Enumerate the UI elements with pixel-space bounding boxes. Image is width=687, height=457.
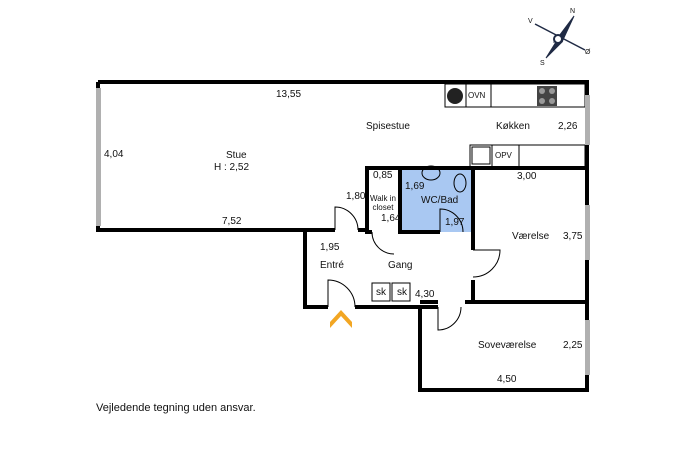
stue-bottom-dim: 7,52: [222, 216, 242, 227]
entre-dim-b: 1,95: [320, 242, 340, 253]
oven-icon: [447, 88, 463, 104]
closet-side-dim: 1,64: [381, 213, 401, 224]
kokken-label: Køkken: [496, 121, 530, 132]
compass-o: Ø: [585, 49, 591, 56]
stue-left-dim: 4,04: [104, 149, 124, 160]
compass-v: V: [528, 18, 533, 25]
vaerelse-label: Værelse: [512, 231, 550, 242]
disclaimer: Vejledende tegning uden ansvar.: [96, 402, 256, 414]
closet-top-dim: 0,85: [373, 170, 393, 181]
dishwasher-label: OPV: [495, 151, 512, 160]
closet-label: Walk in closet: [370, 194, 396, 212]
entrance-arrow-icon: [330, 310, 352, 328]
compass-n: N: [570, 8, 576, 15]
stue-label: Stue: [226, 150, 247, 161]
sovevaerelse-bottom-dim: 4,50: [497, 374, 517, 385]
wc-label: WC/Bad: [421, 195, 459, 206]
windows: [96, 88, 590, 375]
sovevaerelse-label: Soveværelse: [478, 340, 537, 351]
vaerelse-top-dim: 3,00: [517, 171, 537, 182]
entre-dim-a: 1,80: [346, 191, 366, 202]
stue-height: H : 2,52: [214, 162, 250, 173]
gang-label: Gang: [388, 260, 413, 271]
cabinet-2: sk: [397, 287, 407, 298]
vaerelse-side-dim: 3,75: [563, 231, 583, 242]
wc-right-dim: 1,97: [445, 217, 465, 228]
cabinet-1: sk: [376, 287, 386, 298]
wc-left-dim: 1,69: [405, 181, 425, 192]
spisestue-label: Spisestue: [366, 121, 410, 132]
oven-label: OVN: [468, 91, 486, 100]
compass-s: S: [540, 60, 545, 67]
compass-icon: [534, 15, 586, 59]
sovevaerelse-side-dim: 2,25: [563, 340, 583, 351]
gang-dim: 4,30: [415, 289, 435, 300]
kokken-dim: 2,26: [558, 121, 578, 132]
entre-label: Entré: [320, 260, 344, 271]
stue-top-dim: 13,55: [276, 89, 302, 100]
